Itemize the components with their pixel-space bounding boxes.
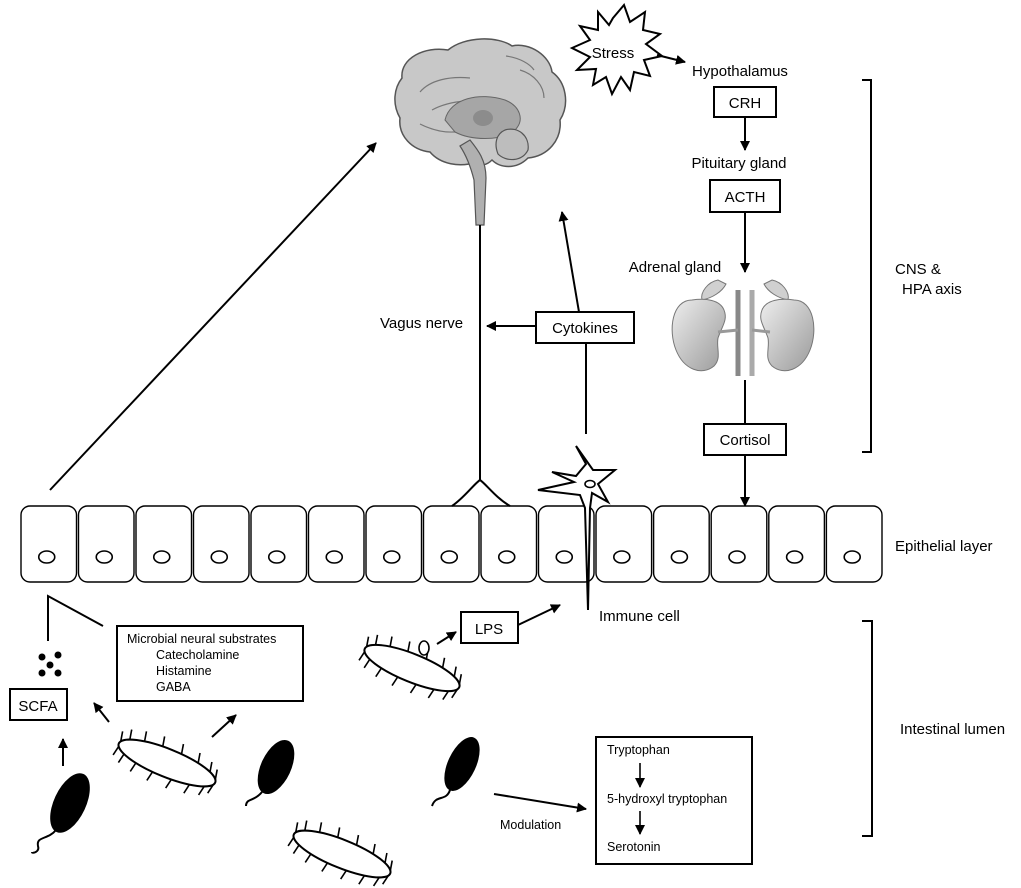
cell-nucleus [728,550,746,564]
microbial-substrate-item: Histamine [156,664,212,678]
scfa-molecules-icon [38,651,62,677]
epithelial-cell [652,505,710,583]
immune-cell-label: Immune cell [599,608,680,625]
bacterium-flagellated-icon [31,773,90,854]
cortisol-box [703,423,787,456]
microbial-substrate-item: Catecholamine [156,648,239,662]
cytokines-label: Cytokines [552,320,618,337]
stress-burst-icon [569,3,665,97]
lps-vesicle-icon [418,640,430,656]
epithelial-layer [20,505,883,583]
epithelial-cell [365,505,423,583]
cell-nucleus [267,550,286,564]
cell-nucleus [37,550,56,564]
epithelial-cell [77,505,135,583]
adrenal-kidney-illustration [671,279,815,376]
acth-label: ACTH [725,189,766,206]
intestinal-lumen-label: Intestinal lumen [900,721,1005,738]
cell-nucleus [785,550,804,564]
cell-nucleus [843,550,862,564]
scfa-box [9,688,68,721]
modulation-label: Modulation [500,818,561,832]
cortisol-label: Cortisol [720,432,771,449]
epithelial-cell [20,505,78,583]
lps-release-arrow [436,631,457,645]
tryptophan-step: Serotonin [607,840,661,854]
microbial-substrate-item: GABA [156,680,191,694]
crh-box [713,86,777,118]
crh-label: CRH [729,95,762,112]
hypothalamus-label: Hypothalamus [692,63,788,80]
acth-box [709,179,781,213]
tryptophan-step: 5-hydroxyl tryptophan [607,792,727,806]
epithelial-cell [250,505,308,583]
vagus-terminal [451,478,511,507]
bacterium-rod-icon [287,820,393,887]
cell-nucleus [210,550,229,564]
cell-nucleus [555,550,574,564]
cytokines-box [535,311,635,344]
bacterium-flagellated-icon [431,737,480,807]
cell-nucleus [95,550,114,564]
scfa-to-brain-arrow [49,142,377,491]
microbial-substrates-title: Microbial neural substrates [127,632,276,646]
epithelial-cell [422,505,480,583]
epithelial-cell [710,505,768,583]
bacterium-rod-icon [112,729,218,796]
microbial-substrates-box [116,625,304,702]
lps-box [460,611,519,644]
scfa-label: SCFA [18,698,57,715]
bacterium-to-substrates-arrow [211,714,237,738]
stress-label: Stress [592,45,635,62]
epithelial-cell [135,505,193,583]
cell-nucleus [670,550,689,564]
adrenal-label: Adrenal gland [629,259,722,276]
lps-label: LPS [475,621,503,638]
vagus-nerve-label: Vagus nerve [380,315,463,332]
immune-cell-icon [537,445,618,611]
epithelial-cell [480,505,538,583]
brain-illustration [394,38,567,226]
epithelial-cell [537,505,595,583]
tryptophan-box [595,736,753,865]
cell-nucleus [382,550,401,564]
lps-to-immune-arrow [517,604,561,626]
bacterium-rod-icon [358,634,463,701]
cns-hpa-bracket [862,79,872,453]
scfa-branch-line [47,594,104,641]
intestinal-lumen-bracket [862,620,873,837]
cell-nucleus [440,550,459,564]
stress-arrow [656,54,686,65]
epithelial-cell [307,505,365,583]
cell-nucleus [325,550,344,564]
cytokines-to-brain-arrow [558,211,580,313]
cns-label-line1: CNS & [895,261,941,278]
cell-nucleus [497,550,516,564]
cell-nucleus [612,550,631,564]
pituitary-label: Pituitary gland [691,155,786,172]
modulation-arrow [493,793,587,813]
tryptophan-step: Tryptophan [607,743,670,757]
epithelial-cell [192,505,250,583]
epithelial-cell [825,505,883,583]
bacterium-flagellated-icon [245,739,295,807]
cns-label-line2: HPA axis [902,281,962,298]
immune-cell-nucleus [584,479,596,489]
epithelial-layer-label: Epithelial layer [895,538,993,555]
cell-nucleus [152,550,171,564]
epithelial-cell [595,505,653,583]
bacterium-to-scfa-diag-arrow [93,702,110,723]
epithelial-cell [768,505,826,583]
